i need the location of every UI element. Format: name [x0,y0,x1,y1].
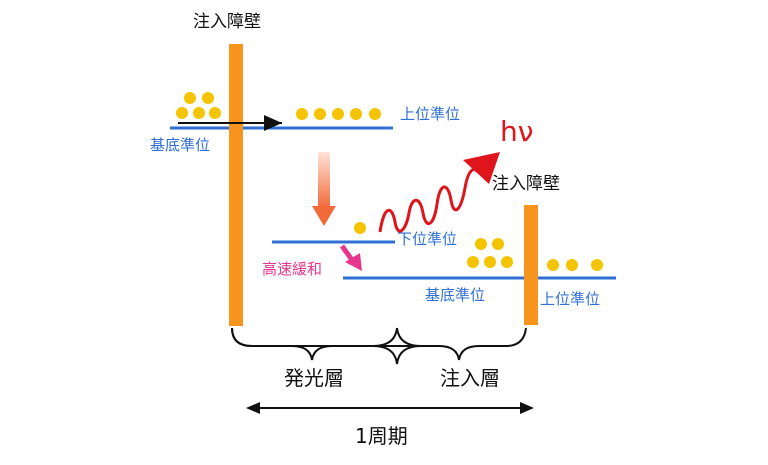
electron-group-left [176,92,221,119]
electron-group-right [547,259,603,271]
injection-barrier-right [524,205,538,325]
injection-barrier-left [229,44,243,326]
photon-wave [378,152,500,233]
label-fast-relax: 高速緩和 [262,260,323,278]
label-emission-layer: 発光層 [284,366,344,390]
brace-injection-layer [396,327,527,361]
period-arrow [246,402,534,414]
label-photon: hν [500,115,534,148]
electron-group-ground [467,238,513,268]
barrier-title-right: 注入障壁 [492,174,560,194]
label-upper-level-1: 上位準位 [400,105,461,123]
radiative-transition-arrow [312,152,336,226]
label-lower-level: 下位準位 [397,230,458,248]
barrier-title-left: 注入障壁 [193,12,261,32]
electron-lower [354,222,366,234]
electron-group-upper [296,108,381,120]
label-ground-level-1: 基底準位 [150,136,211,154]
label-period: 1周期 [355,424,408,448]
label-ground-level-2: 基底準位 [425,286,486,304]
label-upper-level-2: 上位準位 [540,290,601,308]
brace-left-part [231,327,398,361]
fast-relax-arrow [339,244,362,271]
label-injection-layer: 注入層 [440,366,500,390]
